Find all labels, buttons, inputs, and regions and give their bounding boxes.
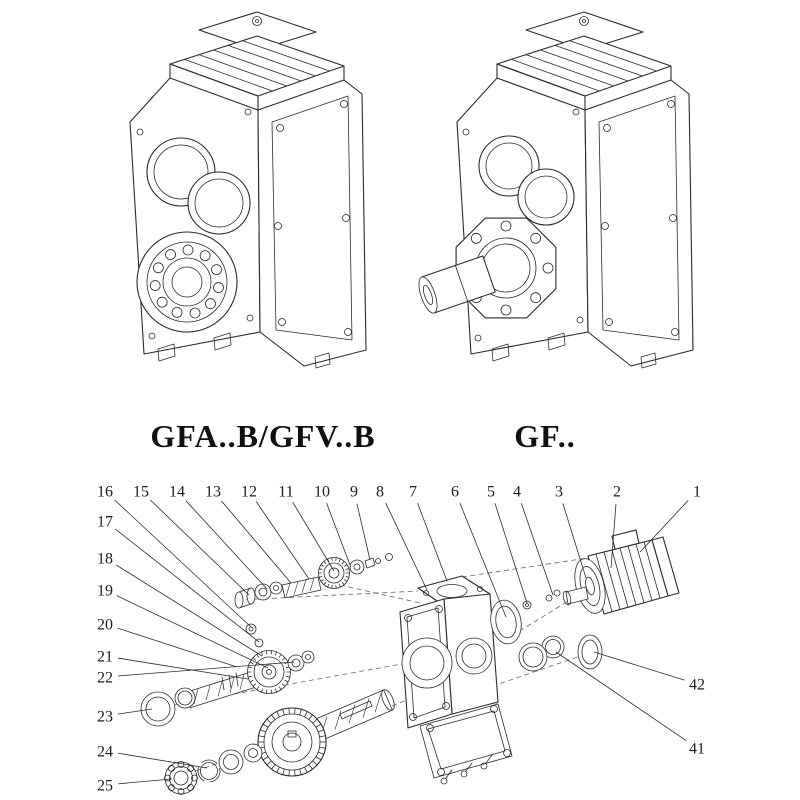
leader-line-42 [593, 651, 685, 681]
leader-line-6 [459, 502, 507, 618]
leader-line-1 [639, 500, 689, 553]
part-number-25: 25 [97, 778, 113, 795]
part-number-9: 9 [350, 484, 358, 501]
motor-fasteners [522, 589, 561, 610]
part-number-18: 18 [97, 551, 113, 568]
output-gear-assembly [164, 689, 395, 795]
part-number-42: 42 [689, 677, 705, 694]
leader-line-18 [115, 564, 263, 657]
part-number-2: 2 [613, 484, 621, 501]
bore-circle-2 [187, 171, 251, 235]
intermediate-gear-teeth [247, 650, 291, 694]
gasket-ring [490, 599, 522, 645]
leader-line-22 [117, 661, 295, 677]
part-number-8: 8 [376, 484, 384, 501]
gearbox-drawing-left [129, 11, 367, 369]
part-number-10: 10 [314, 484, 330, 501]
cooling-ribs-left [184, 40, 331, 92]
leader-line-23 [117, 708, 153, 715]
leader-line-10 [326, 503, 351, 566]
bottom-cover-plate [419, 703, 513, 785]
leader-line-14 [185, 500, 268, 590]
retaining-rings [518, 634, 603, 672]
part-number-22: 22 [97, 670, 113, 687]
output-gear-teeth [257, 707, 327, 777]
leader-line-15 [150, 499, 250, 596]
part-number-16: 16 [97, 484, 113, 501]
part-number-4: 4 [513, 484, 521, 501]
part-number-17: 17 [97, 514, 113, 531]
leader-line-17 [114, 528, 260, 643]
leader-line-21 [117, 657, 249, 680]
part-number-23: 23 [97, 709, 113, 726]
part-number-7: 7 [409, 484, 417, 501]
leader-line-4 [520, 503, 554, 596]
intermediate-gear-cluster [140, 623, 315, 727]
leader-line-9 [356, 503, 371, 561]
exploded-view-drawing: 1234567891011121314151617181920212223242… [97, 484, 705, 795]
part-number-12: 12 [241, 484, 257, 501]
cooling-ribs-right [511, 40, 658, 92]
part-number-1: 1 [693, 484, 701, 501]
part-number-14: 14 [169, 484, 185, 501]
part-number-19: 19 [97, 583, 113, 600]
leader-line-41 [555, 651, 687, 742]
model-label-left: GFA..B/GFV..B [150, 418, 375, 454]
callout-layer: 1234567891011121314151617181920212223242… [97, 484, 705, 795]
leader-line-11 [292, 501, 335, 572]
leader-line-5 [494, 503, 528, 604]
part-number-24: 24 [97, 744, 113, 761]
leader-line-8 [385, 502, 428, 591]
input-gear-train [234, 553, 393, 609]
leader-line-13 [221, 500, 292, 584]
leader-line-7 [417, 503, 448, 582]
bearing-rollers [149, 244, 224, 319]
gear-housing [399, 575, 499, 729]
part-number-13: 13 [205, 484, 221, 501]
leader-line-12 [255, 501, 310, 580]
pinion-gear-teeth [318, 557, 350, 589]
part-number-5: 5 [487, 484, 495, 501]
leader-line-25 [117, 778, 173, 785]
part-number-20: 20 [97, 617, 113, 634]
part-number-15: 15 [133, 484, 149, 501]
gearbox-drawing-right [418, 11, 694, 369]
leader-line-3 [562, 503, 587, 579]
part-number-3: 3 [555, 484, 563, 501]
part-number-41: 41 [689, 741, 705, 758]
model-label-right: GF.. [514, 418, 576, 454]
motor-assembly [562, 529, 680, 615]
bore-circle-4 [517, 168, 575, 226]
part-number-21: 21 [97, 649, 113, 666]
part-number-6: 6 [451, 484, 459, 501]
leader-line-19 [116, 595, 269, 669]
leader-line-16 [114, 499, 252, 628]
leader-line-2 [610, 503, 617, 569]
leader-line-24 [117, 752, 208, 769]
leader-line-20 [117, 627, 238, 668]
part-number-11: 11 [278, 484, 293, 501]
